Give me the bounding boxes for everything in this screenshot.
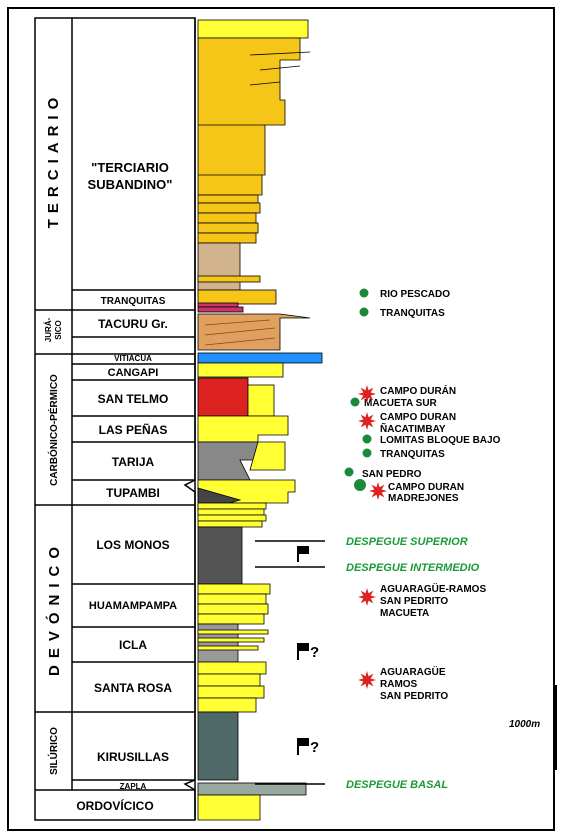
field-label-campo-duran: CAMPO DURÁN	[380, 384, 456, 397]
gas-field-star-icon	[358, 385, 376, 403]
lith-santa-rosa-bed-4	[198, 698, 256, 712]
lith-huamampampa-bed-3	[198, 604, 268, 614]
formation-label-las-penas: LAS PEÑAS	[99, 422, 168, 437]
lith-santa-rosa-bed-1	[198, 662, 266, 674]
formation-label-terciario-line1: "TERCIARIO	[91, 160, 169, 175]
lith-san-telmo-red	[198, 378, 248, 416]
lith-top-conglomerate	[198, 20, 308, 38]
formation-label-kirusillas: KIRUSILLAS	[97, 750, 169, 764]
lith-santa-rosa-bed-3	[198, 686, 264, 698]
formation-label-huamampampa: HUAMAMPAMPA	[89, 600, 177, 612]
flag-question-mark: ?	[310, 644, 319, 661]
lith-tranquitas-yellow	[198, 290, 276, 304]
lith-terciario-bed-4	[198, 223, 258, 233]
group-label-huamampampa-3: MACUETA	[380, 608, 429, 619]
lith-terciario-bed-2	[198, 203, 260, 213]
field-label-nacatimbay: ÑACATIMBAY	[380, 422, 446, 435]
field-label-san-pedro: SAN PEDRO	[362, 469, 422, 480]
detachment-label-basal: DESPEGUE BASAL	[346, 779, 448, 791]
field-label-madrejones: MADREJONES	[388, 493, 459, 504]
lith-icla-bed-1	[198, 630, 268, 634]
gas-field-star-icon	[358, 412, 376, 430]
lith-terciario-bed-5	[198, 233, 256, 243]
flag-question-mark: ?	[310, 739, 319, 756]
field-label-campo-duran: CAMPO DURAN	[388, 482, 464, 493]
lith-tupambi-bed-3	[198, 515, 266, 521]
formation-label-tacuru: TACURU Gr.	[98, 317, 168, 331]
lith-huamampampa-bed-1	[198, 584, 270, 594]
field-label-lomitas: LOMITAS BLOQUE BAJO	[380, 435, 501, 446]
lith-terciario-bed-6	[198, 276, 260, 282]
field-label-campo-duran: CAMPO DURAN	[380, 412, 456, 423]
formation-label-san-telmo: SAN TELMO	[98, 392, 169, 406]
scale-bar-label: 1000m	[509, 719, 540, 730]
period-label-terciario: TERCIARIO	[45, 92, 62, 229]
lith-terciario-bed-3	[198, 213, 256, 223]
detachment-label-intermedio: DESPEGUE INTERMEDIO	[346, 562, 480, 574]
green-dot-icon	[351, 398, 360, 407]
lith-cangapi	[198, 363, 283, 377]
green-dot-icon	[360, 308, 369, 317]
lith-los-monos	[198, 527, 242, 584]
detachment-label-superior: DESPEGUE SUPERIOR	[346, 536, 468, 548]
period-label-devonico: DEVÓNICO	[45, 540, 63, 676]
green-dot-icon	[360, 289, 369, 298]
formation-label-zapla: ZAPLA	[120, 782, 147, 791]
group-label-huamampampa-1: AGUARAGÜE-RAMOS	[380, 582, 486, 595]
group-label-huamampampa-2: SAN PEDRITO	[380, 596, 448, 607]
lith-santa-rosa-bed-2	[198, 674, 260, 686]
formation-label-icla: ICLA	[119, 638, 147, 652]
field-label-rio-pescado: RIO PESCADO	[380, 289, 450, 300]
lith-tupambi-bed-4	[198, 521, 262, 527]
lith-terciario-mudstone	[198, 243, 240, 290]
formation-label-santa-rosa: SANTA ROSA	[94, 681, 172, 695]
period-label-jurasico-line1: JURÁ-	[44, 317, 53, 342]
lith-san-telmo-yellow	[248, 385, 274, 416]
lith-zapla	[198, 783, 306, 795]
group-label-santa-rosa-2: RAMOS	[380, 679, 418, 690]
green-dot-icon	[363, 449, 372, 458]
formation-label-tranquitas: TRANQUITAS	[101, 296, 166, 307]
lith-ordovicico	[198, 795, 260, 820]
gas-field-star-icon	[358, 671, 376, 689]
lith-tranquitas-pink-2	[198, 307, 243, 312]
lith-huamampampa-bed-2	[198, 594, 266, 604]
formation-label-tupambi: TUPAMBI	[106, 486, 160, 500]
lith-terciario-bed-1	[198, 195, 258, 203]
period-label-silurico: SILÚRICO	[47, 727, 60, 775]
lith-vitiacua	[198, 353, 322, 363]
green-dot-icon	[354, 479, 366, 491]
group-label-santa-rosa-3: SAN PEDRITO	[380, 691, 448, 702]
formation-label-ordovicico: ORDOVÍCICO	[76, 798, 153, 813]
green-dot-icon	[363, 435, 372, 444]
field-label-macueta-sur: MACUETA SUR	[364, 398, 438, 409]
gas-field-star-icon	[369, 482, 387, 500]
field-label-tranquitas: TRANQUITAS	[380, 449, 445, 460]
lith-huamampampa-bed-4	[198, 614, 264, 624]
period-label-jurasico: JURÁ-SICO	[44, 317, 63, 342]
group-label-santa-rosa-1: AGUARAGÜE	[380, 665, 446, 678]
field-label-tranquitas: TRANQUITAS	[380, 308, 445, 319]
formation-label-terciario-line2: SUBANDINO"	[88, 177, 173, 192]
lith-tupambi-bed-2	[198, 509, 264, 515]
gas-field-star-icon	[358, 588, 376, 606]
lith-icla-bed-3	[198, 646, 258, 650]
lith-icla-bed-2	[198, 638, 264, 642]
formation-label-tarija: TARIJA	[112, 455, 155, 469]
formation-label-cangapi: CANGAPI	[108, 367, 159, 379]
lith-tupambi-bed-1	[198, 503, 266, 509]
formation-label-los-monos: LOS MONOS	[96, 538, 169, 552]
lith-tranquitas-pink-1	[198, 303, 238, 307]
formation-label-vitiacua: VITIACUA	[114, 354, 152, 363]
lith-kirusillas	[198, 712, 238, 780]
period-label-carbonico: CARBÓNICO-PÉRMICO	[47, 374, 60, 486]
period-label-jurasico-line2: SICO	[54, 320, 63, 340]
green-dot-icon	[345, 468, 354, 477]
